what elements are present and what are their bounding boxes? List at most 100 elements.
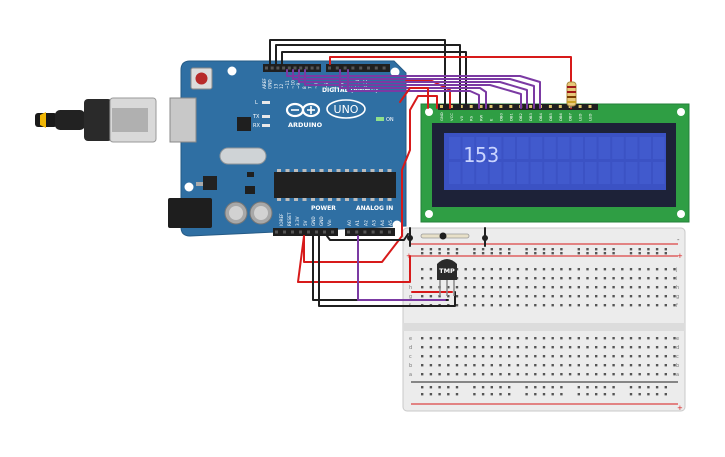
- arduino-logo-icon: [285, 102, 321, 118]
- power-pin-label: IOREF: [279, 213, 284, 226]
- analog-pin-label: A0: [347, 220, 353, 226]
- wire-end-markers: [407, 232, 488, 241]
- wire-purple-5: [339, 69, 487, 109]
- row-letter-left: g: [409, 294, 412, 300]
- analog-header: [345, 228, 395, 236]
- arduino-board: L TX RX ON ARDUINO UNO DIGITAL (PWM~) PO…: [168, 60, 407, 237]
- lcd-pin-label: GND: [439, 112, 444, 121]
- row-letter-left: c: [409, 354, 412, 360]
- wire-purple-3: [298, 69, 528, 109]
- analog-pin-label: A5: [388, 220, 394, 226]
- row-letter-left: b: [409, 363, 412, 369]
- row-letter-right: c: [676, 354, 679, 360]
- power-jack: [168, 198, 212, 228]
- wire-red-4: [399, 87, 429, 109]
- power-pin-label: 5V: [303, 220, 308, 226]
- chip-pins: [277, 169, 392, 201]
- power-pin-label: GND: [311, 216, 316, 226]
- lcd-pin-label: DB0: [498, 112, 503, 121]
- rail-plus-label-bottom: +: [677, 404, 683, 412]
- power-header-label: POWER: [311, 205, 336, 212]
- digital-pin-label: AREF: [262, 78, 267, 89]
- lcd-pin-label: DB7: [568, 112, 573, 121]
- wire-black-5: [318, 235, 456, 307]
- lcd-pin-label: V0: [459, 115, 464, 121]
- on-led-label: ON: [386, 117, 394, 123]
- lcd-pin-label: DB2: [518, 112, 523, 121]
- digital-pin-label: GND: [268, 79, 273, 89]
- tx-led-label: TX: [252, 114, 260, 120]
- row-letter-right: j: [675, 267, 677, 273]
- digital-pin-label: 4: [332, 86, 337, 89]
- rx-led-label: RX: [253, 123, 260, 129]
- usb-cable: [35, 97, 157, 143]
- wire-purple-6: [347, 69, 480, 109]
- row-letter-right: g: [676, 294, 679, 300]
- lcd-pin-label: LED: [588, 113, 593, 121]
- lcd-pin-label: VCC: [449, 113, 454, 121]
- breadboard-holes: [421, 248, 676, 396]
- lcd-display-text: 153: [463, 143, 499, 167]
- wire-black-1: [269, 39, 446, 109]
- uno-model-text: UNO: [334, 103, 359, 116]
- lcd-pin-label: DB4: [538, 112, 543, 121]
- lcd-pin-label: LED: [578, 113, 583, 121]
- sensor-label: TMP: [439, 267, 455, 275]
- lcd-character-grid: [449, 137, 665, 184]
- analog-pin-label: A1: [355, 220, 361, 226]
- arduino-logo-text: ARDUINO: [288, 121, 323, 129]
- row-letter-left: e: [409, 336, 412, 342]
- usb-port: [169, 97, 197, 143]
- analog-pin-label: A2: [363, 220, 369, 226]
- analog-pin-label: A3: [372, 220, 378, 226]
- power-header: [273, 228, 338, 236]
- lcd-pin-label: DB5: [548, 112, 553, 121]
- temperature-sensor: TMP: [437, 259, 457, 296]
- l-led-label: L: [255, 100, 258, 106]
- lcd-pin-label: DB3: [528, 112, 533, 121]
- microcontroller-chip: [274, 172, 396, 198]
- row-letter-right: e: [676, 336, 679, 342]
- row-letter-right: a: [676, 372, 679, 378]
- digital-header-left: [263, 64, 321, 72]
- wire-black-6: [326, 233, 409, 241]
- wire-purple-4: [304, 69, 522, 109]
- digital-pin-label: 7: [308, 86, 313, 89]
- row-letter-left: a: [409, 372, 412, 378]
- row-letter-right: f: [676, 303, 678, 309]
- lcd-pin-label: RS: [469, 115, 474, 121]
- digital-pin-label: ~10: [291, 80, 296, 89]
- row-letter-right: d: [676, 345, 679, 351]
- power-pin-label: 3.3V: [295, 216, 300, 226]
- power-pin-label: Vin: [327, 219, 332, 226]
- lcd-pin-label: DB6: [558, 112, 563, 121]
- header-holes: [265, 66, 391, 234]
- lcd-pin-labels: GND VCC V0 RS RW E DB0 DB1 DB2 DB3 DB4 DB5 DB6 DB7 LED…: [439, 112, 593, 121]
- wire-purple-1: [286, 69, 541, 109]
- lcd-pin-label: RW: [479, 115, 484, 121]
- reset-button[interactable]: [190, 67, 213, 90]
- wire-purple-2: [292, 69, 535, 109]
- digital-pin-label: 8: [302, 86, 307, 89]
- wires: [269, 39, 572, 307]
- digital-pin-label: RX 0: [363, 79, 368, 89]
- power-pin-label: GND: [319, 216, 324, 226]
- wire-purple-7: [357, 235, 446, 301]
- row-letter-left: d: [409, 345, 412, 351]
- rail-minus-label: -: [677, 236, 680, 244]
- lcd-pin-label: DB1: [508, 112, 513, 121]
- rail-plus-label: +: [677, 252, 683, 260]
- resistor: [566, 81, 577, 108]
- lcd-module: 153 GND VCC V0 RS RW E DB0 DB1 DB2 DB3 DB4 DB5 DB6 DB…: [420, 103, 690, 223]
- digital-pin-label: ~9: [296, 82, 301, 89]
- analog-pin-label: A4: [380, 220, 386, 226]
- digital-header-right: [326, 64, 390, 72]
- lcd-pin-label: E: [489, 118, 494, 121]
- power-pin-label: RESET: [287, 212, 292, 226]
- row-letter-right: b: [676, 363, 679, 369]
